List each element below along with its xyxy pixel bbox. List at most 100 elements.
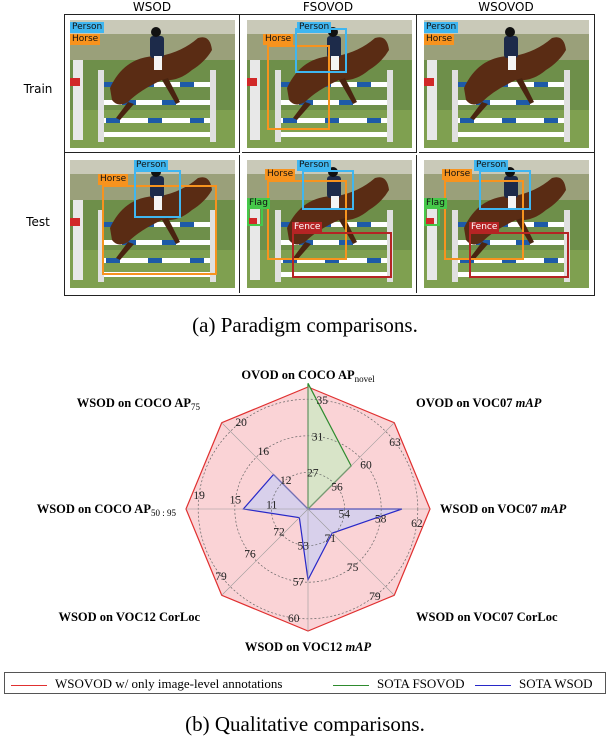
tick-label-axis4-2: 60 [288,613,300,625]
horse-bounding-box [102,185,217,275]
column-header-wsod: WSOD [132,0,172,14]
tick-label-axis2-2: 62 [411,518,423,530]
horse-detection-label: Horse [424,34,455,45]
column-header-wsovod: WSOVOD [478,0,534,14]
axis-label-5-text: WSOD on VOC12 CorLoc [58,610,200,624]
tick-label-axis0-1: 31 [312,431,324,443]
tick-label-axis0-0: 27 [307,468,319,480]
axis-label-2-italic: mAP [541,502,567,516]
axis-label-6: WSOD on COCO AP50 : 95 [37,502,177,518]
person-bounding-box [295,28,347,73]
legend-swatch-wsod [475,684,511,686]
axis-label-6-text: WSOD on COCO AP [37,502,152,516]
legend-label-fsovod: SOTA FSOVOD [377,676,465,691]
horse-detection-label: Horse [98,174,129,185]
axis-label-2-text: WSOD on VOC07 [440,502,541,516]
series-2-polygon [242,473,403,582]
person-detection-label: Person [297,22,332,33]
legend-item-wsod: SOTA WSOD [475,676,592,692]
legend-item-wsovod: WSOVOD w/ only image-level annotations [11,676,282,692]
horse-bounding-box [444,180,524,260]
tick-label-axis1-2: 63 [389,437,401,449]
jumping-horse-photo [70,160,235,288]
axis-spoke-1 [307,422,395,510]
axis-label-1-italic: mAP [516,396,542,410]
legend-swatch-fsovod [333,684,369,686]
legend-item-fsovod: SOTA FSOVOD [333,676,464,692]
fence-bounding-box [469,232,569,278]
column-headers: WSOD FSOVOD WSOVOD [0,0,610,16]
person-detection-label: Person [424,22,459,33]
axis-label-2: WSOD on VOC07 mAP [440,502,567,516]
flag-detection-label: Flag [247,198,270,209]
axis-label-7-subscript: 75 [191,402,201,412]
axis-label-1-text: OVOD on VOC07 [416,396,516,410]
person-bounding-box [134,170,181,218]
tick-label-axis6-1: 15 [230,495,242,507]
tick-label-axis3-2: 79 [369,591,381,603]
tick-label-axis0-2: 35 [316,395,328,407]
axis-spoke-7 [221,422,309,510]
tick-label-axis3-0: 71 [325,533,337,545]
fence-bounding-box [292,232,392,278]
axis-label-3-text: WSOD on VOC07 CorLoc [416,610,558,624]
photo-frame: Horse Person [70,160,235,288]
axis-label-7: WSOD on COCO AP75 [77,396,201,412]
fence-detection-label: Fence [292,222,323,233]
horse-detection-label: Horse [263,34,294,45]
tick-label-axis2-0: 54 [339,509,351,521]
flag-detection-label: Flag [424,198,447,209]
jumping-horse-photo [424,20,589,148]
axis-label-0-subscript: novel [355,374,375,384]
axis-label-7-text: WSOD on COCO AP [77,396,192,410]
tick-label-axis5-0: 72 [273,526,285,538]
tick-label-axis7-2: 20 [235,417,247,429]
person-detection-label: Person [297,160,332,171]
axis-label-6-subscript: 50 : 95 [151,508,177,518]
chart-legend: WSOVOD w/ only image-level annotations S… [4,672,606,694]
row-label-train: Train [23,82,53,96]
person-detection-label: Person [134,160,169,171]
horse-detection-label: Horse [442,169,473,180]
legend-label-wsovod: WSOVOD w/ only image-level annotations [55,676,283,691]
axis-label-4-italic: mAP [345,640,371,654]
tick-label-axis6-2: 19 [193,490,205,502]
column-header-fsovod: FSOVOD [302,0,354,14]
horse-bounding-box [267,45,330,130]
horse-detection-label: Horse [265,169,296,180]
tick-label-axis1-1: 60 [360,459,372,471]
axis-label-0-text: OVOD on COCO AP [241,368,355,382]
tick-label-axis3-1: 75 [347,562,359,574]
person-detection-label: Person [70,22,105,33]
axis-spoke-3 [307,508,395,596]
caption-b: (b) Qualitative comparisons. [185,712,425,736]
horse-detection-label: Horse [70,34,101,45]
tick-label-axis5-1: 76 [244,549,256,561]
tick-label-axis7-1: 16 [258,446,270,458]
tick-label-axis6-0: 11 [266,499,277,511]
axis-label-0: OVOD on COCO APnovel [241,368,375,384]
image-cell-test-wsod: Horse Person [65,155,240,293]
fence-detection-label: Fence [469,222,500,233]
person-detection-label: Person [474,160,509,171]
horse-bounding-box [267,180,347,260]
axis-label-5: WSOD on VOC12 CorLoc [58,610,200,624]
row-label-test: Test [26,215,50,229]
tick-label-axis4-1: 57 [293,577,305,589]
person-bounding-box [479,170,531,210]
axis-label-4: WSOD on VOC12 mAP [245,640,372,654]
legend-swatch-wsovod [11,684,47,686]
axis-label-3: WSOD on VOC07 CorLoc [416,610,558,624]
person-bounding-box [302,170,354,210]
